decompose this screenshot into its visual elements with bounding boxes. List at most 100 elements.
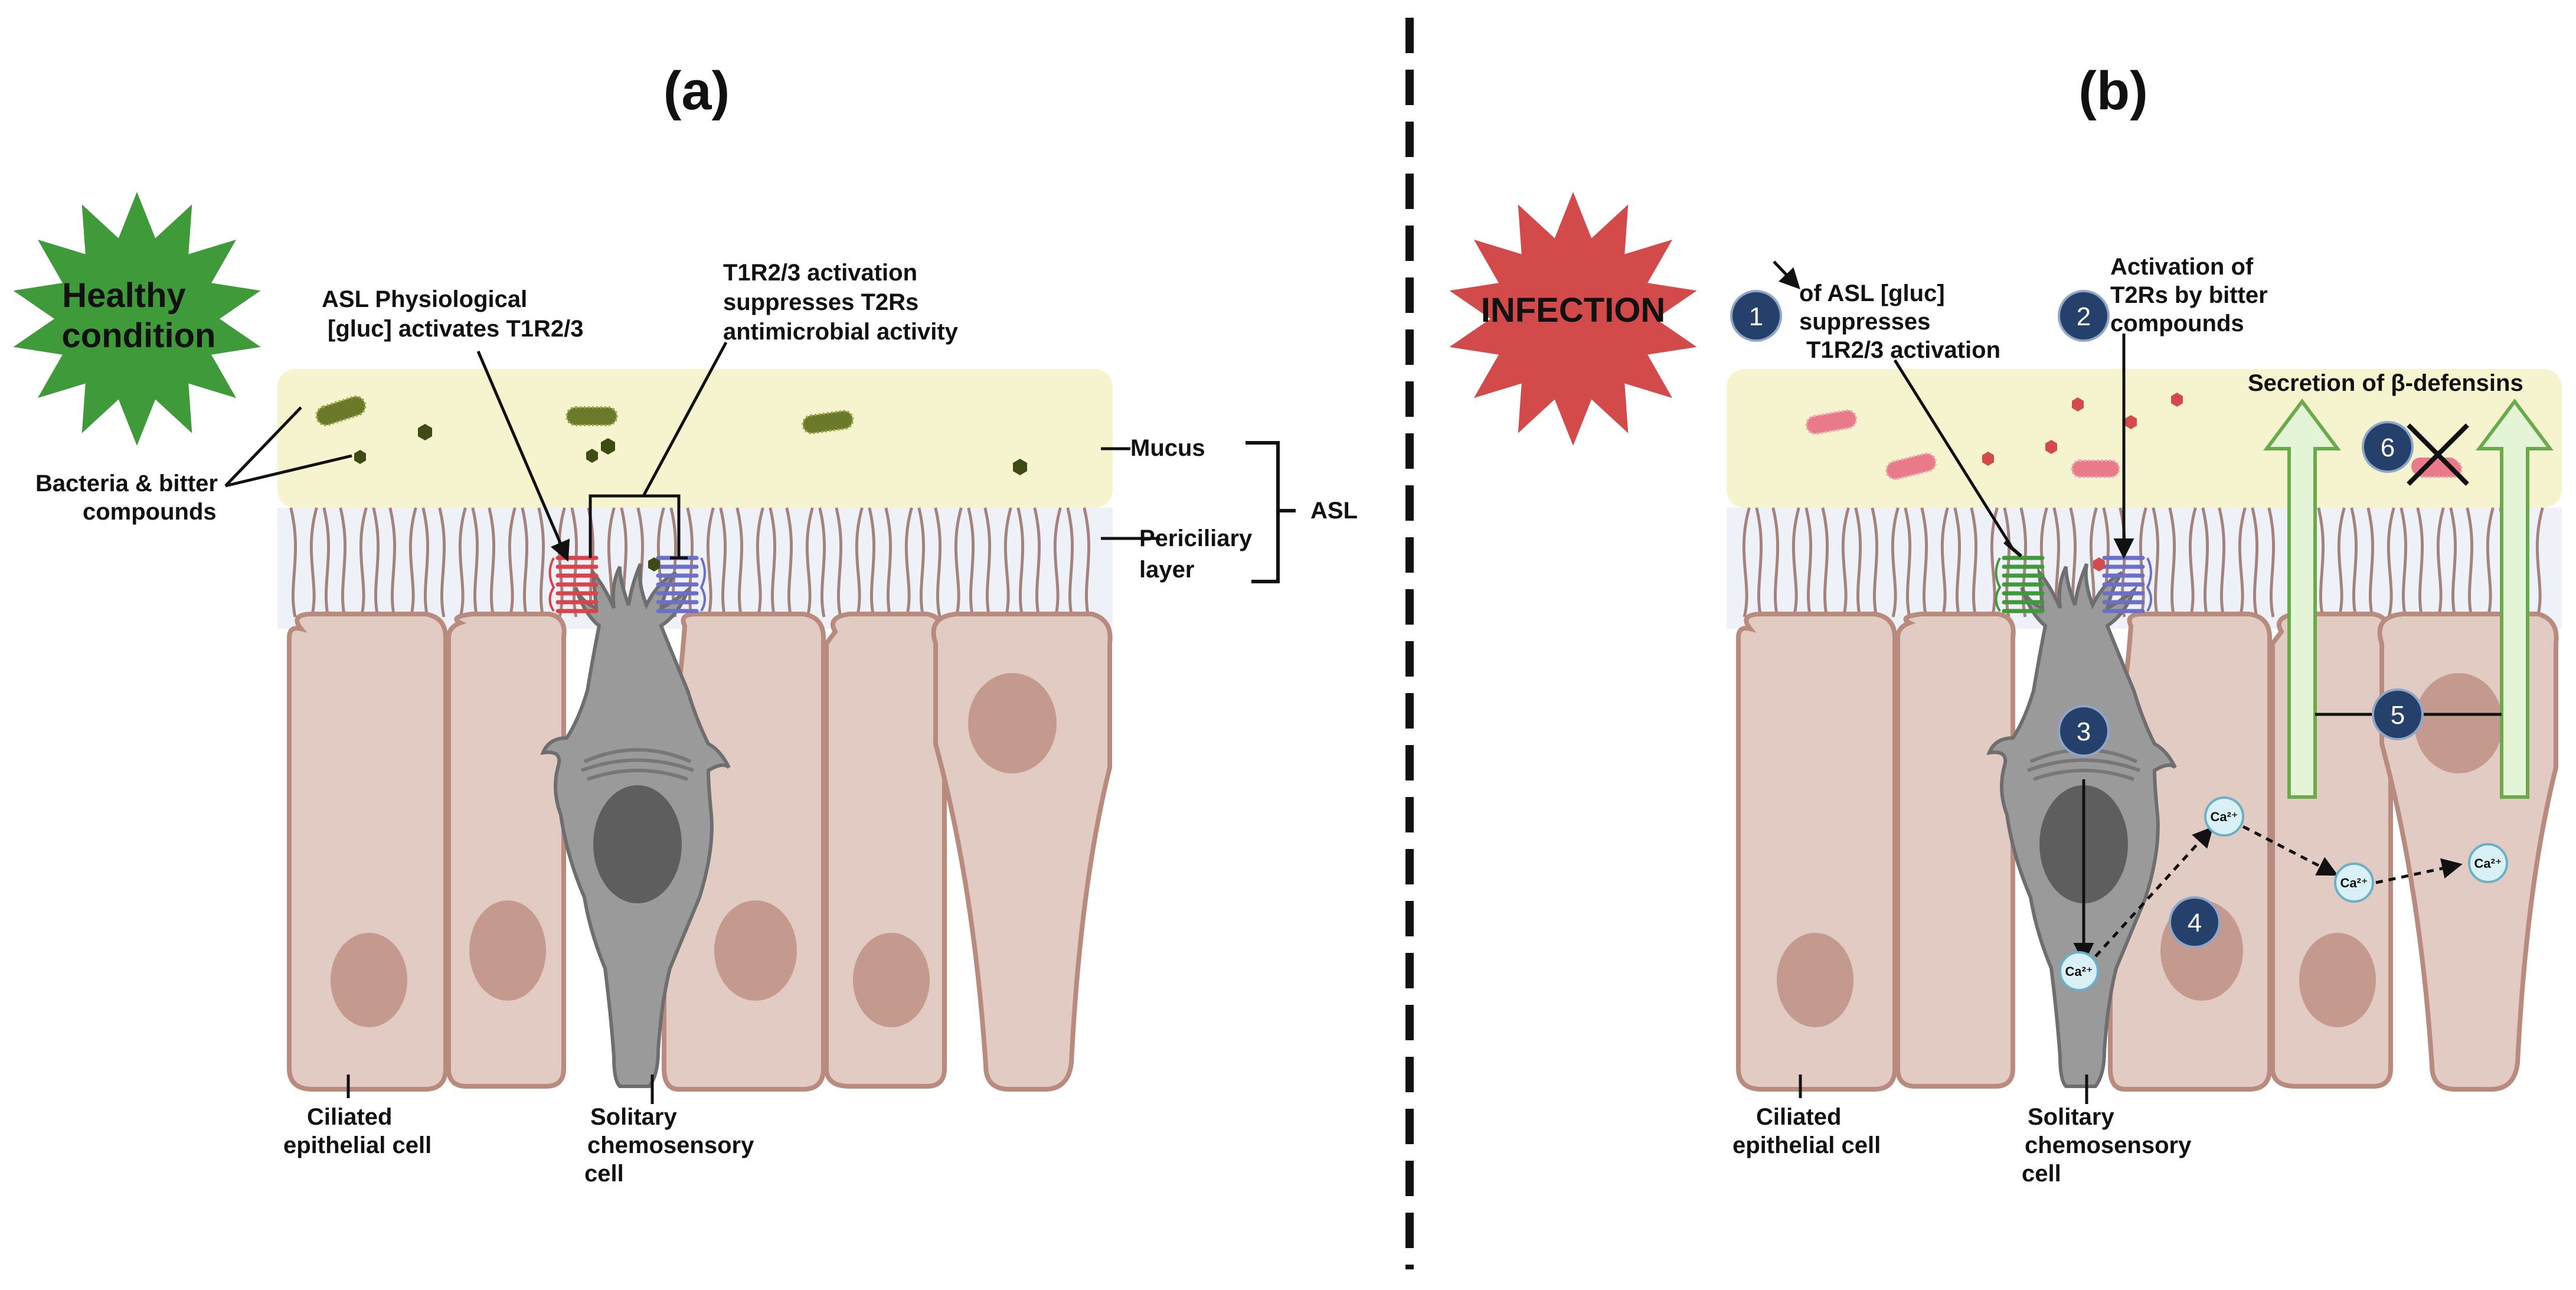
decrease-arrow (1773, 260, 1800, 290)
solitary-chemosensory-cell-a (540, 563, 731, 1088)
calcium-ion: Ca²⁺ (2334, 863, 2374, 903)
label-periciliary-line1: Periciliary (1139, 525, 1253, 551)
cilium (1792, 507, 1800, 618)
cilium (438, 507, 446, 618)
cilium (2416, 507, 2424, 618)
label-secretion: Secretion of β-defensins (2248, 370, 2523, 396)
cilium (1033, 507, 1041, 618)
cilium (1083, 507, 1091, 618)
cilium (1016, 507, 1025, 618)
bitter-compound (1013, 459, 1027, 475)
cilium (1003, 507, 1012, 618)
label-solitary-line3: cell (2022, 1161, 2061, 1187)
bacterium (1805, 409, 1858, 435)
step-3-badge: 3 (2058, 705, 2110, 757)
calcium-ion: Ca²⁺ (2059, 951, 2099, 991)
cilium (2387, 507, 2395, 618)
cilium (2201, 507, 2209, 618)
svg-text:2: 2 (2077, 302, 2091, 331)
cell-leaders (1799, 1075, 2088, 1104)
step-2-badge: 2 (2058, 290, 2110, 342)
cilium (322, 507, 331, 618)
bacterium (315, 395, 367, 427)
cilium (372, 507, 380, 618)
cilium (2400, 507, 2408, 618)
bitter-compound (648, 557, 660, 571)
bitter-compound (2093, 557, 2105, 571)
panel-b-title: (b) (2078, 61, 2147, 121)
svg-text:Ca²⁺: Ca²⁺ (2340, 876, 2368, 890)
ciliated-cell (287, 612, 448, 1092)
cell-nucleus (968, 673, 1057, 773)
step-1-badge: 1 (1730, 290, 1782, 342)
bitter-compound (354, 450, 366, 464)
cell-nucleus (331, 933, 407, 1027)
ca-diffusion-arrow (2094, 826, 2214, 958)
cilium (2238, 507, 2247, 618)
t1r-receptor-b (1995, 556, 2045, 613)
svg-text:3: 3 (2077, 717, 2091, 746)
cilium (2152, 507, 2160, 618)
label-asl-gluc-line1: ASL Physiological (322, 286, 527, 312)
bacteria-leader (224, 406, 352, 488)
mucus-layer (277, 369, 1113, 508)
cell-leaders (346, 1075, 654, 1104)
bitter-compound (586, 449, 598, 463)
epithelial-cells-a (287, 612, 1113, 1092)
label-bacteria-line1: Bacteria & bitter (35, 471, 218, 497)
cilium (2535, 507, 2544, 618)
healthy-label-line1: Healthy (62, 276, 186, 315)
cilium (421, 507, 430, 618)
label-solitary-line3: cell (584, 1161, 624, 1187)
label-step2-line2: T2Rs by bitter (2110, 282, 2268, 308)
cilium (818, 507, 826, 618)
label-step2-line3: compounds (2110, 311, 2244, 337)
cilium (1053, 507, 1062, 618)
cell-nucleus (1777, 933, 1853, 1027)
panel-a-title: (a) (663, 61, 730, 121)
label-solitary-line1: Solitary (2028, 1104, 2114, 1130)
cilium (917, 507, 926, 618)
cilium (359, 507, 368, 618)
t1r-receptor-a (548, 556, 599, 613)
cilium (2366, 507, 2375, 618)
cilium (1904, 507, 1912, 618)
label-ciliated-line2: epithelial cell (283, 1132, 431, 1158)
cilium (1771, 507, 1780, 618)
t1r-t2r-suppression-line (589, 341, 728, 558)
scc-nucleus (593, 785, 682, 903)
calcium-ion: Ca²⁺ (2204, 796, 2244, 837)
scc-organelles (580, 748, 695, 781)
cilium (2337, 507, 2346, 618)
cilium (2449, 507, 2457, 618)
cilium (884, 507, 893, 618)
cilium (289, 507, 298, 618)
cilium (1742, 507, 1751, 618)
cilium (785, 507, 793, 618)
label-step1-line2: suppresses (1799, 309, 1930, 335)
cilium (1066, 507, 1074, 618)
cilium (756, 507, 764, 618)
cilium (2317, 507, 2325, 618)
bitter-compound (2125, 415, 2137, 429)
cilium (471, 507, 479, 618)
cilium (855, 507, 864, 618)
cilium (1755, 507, 1763, 618)
cilium (835, 507, 843, 618)
inhibition-bar (2003, 540, 2022, 558)
bitter-compound (2045, 440, 2057, 454)
cilium (904, 507, 913, 618)
cilium (1891, 507, 1900, 618)
ciliated-cell (446, 612, 567, 1089)
label-periciliary-line2: layer (1139, 557, 1194, 583)
bitter-compound (2171, 393, 2183, 407)
step-4-badge: 4 (2169, 896, 2221, 948)
cilium (1854, 507, 1862, 618)
cilium (1804, 507, 1813, 618)
up-arrow-icon (2263, 399, 2341, 799)
svg-text:Ca²⁺: Ca²⁺ (2474, 856, 2502, 871)
infection-label: INFECTION (1481, 291, 1666, 329)
label-t1r-act-line1: T1R2/3 activation (723, 260, 917, 286)
